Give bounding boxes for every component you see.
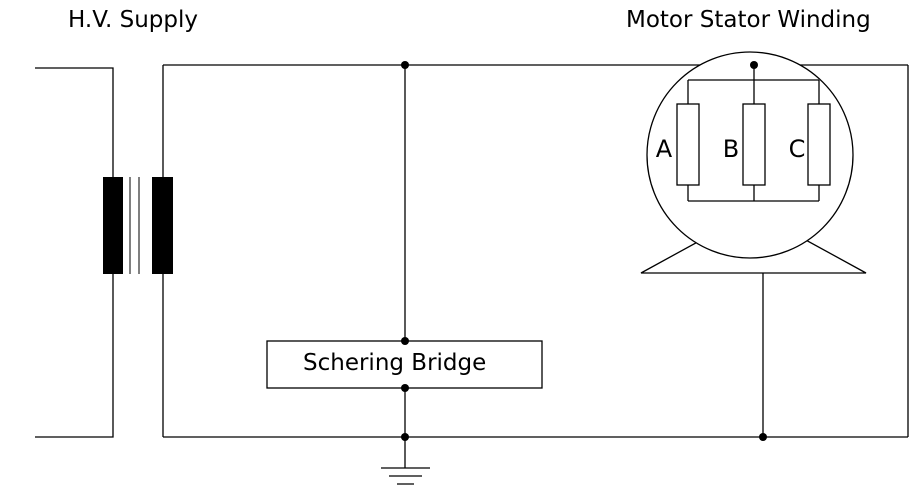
supply-title: H.V. Supply <box>68 7 198 33</box>
phase-b-label: B <box>723 135 739 163</box>
motor-title: Motor Stator Winding <box>626 7 871 33</box>
junction-dot-bridge-top <box>401 337 409 345</box>
junction-dot-ground <box>401 433 409 441</box>
winding-a-resistor <box>676 103 700 186</box>
transformer-core-left <box>103 177 123 274</box>
winding-c-resistor <box>807 103 831 186</box>
schering-bridge-box <box>266 340 543 389</box>
primary-winding-wire <box>35 67 114 438</box>
transformer-core-right <box>152 177 173 274</box>
winding-b-resistor <box>742 103 766 186</box>
junction-dot-bridge-bottom <box>401 384 409 392</box>
junction-dot-motor-frame <box>759 433 767 441</box>
junction-dot-winding-feed <box>750 61 758 69</box>
phase-c-label: C <box>789 135 806 163</box>
phase-a-label: A <box>656 135 673 163</box>
junction-dot-top-bridge <box>401 61 409 69</box>
schering-bridge-label: Schering Bridge <box>303 350 487 376</box>
